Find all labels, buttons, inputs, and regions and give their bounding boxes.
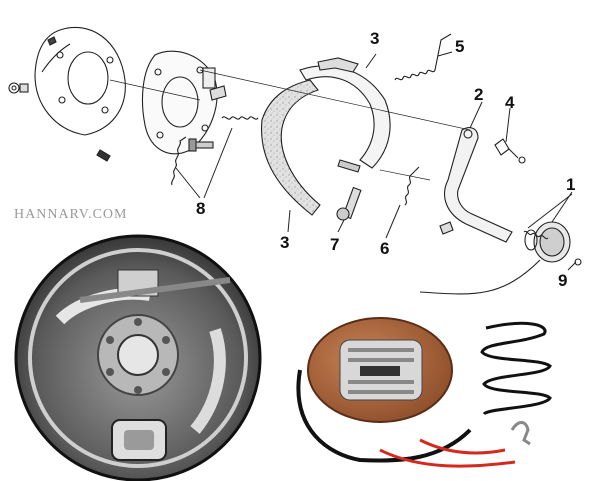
hold-down-spring-a	[221, 116, 259, 120]
callout-7: 7	[330, 235, 340, 254]
watermark-text: HANNARV.COM	[14, 207, 128, 222]
callout-4: 4	[505, 93, 515, 112]
assembled-brake-photo	[14, 234, 262, 481]
mounting-bolt	[188, 138, 214, 152]
adjuster-spring	[404, 166, 420, 206]
callout-6: 6	[380, 239, 390, 258]
exploded-view	[8, 26, 582, 295]
retractor-spring	[394, 33, 452, 81]
actuating-arm	[439, 127, 513, 243]
callout-1: 1	[566, 175, 576, 194]
magnet-wire	[419, 259, 541, 295]
leader-lines	[175, 51, 577, 271]
backing-plate	[34, 26, 126, 136]
callout-3-bottom: 3	[280, 233, 290, 252]
hold-down-spring-b	[171, 136, 187, 186]
shoe-pin	[336, 186, 362, 221]
callout-8: 8	[196, 199, 206, 218]
brake-shoe	[260, 57, 391, 216]
stud	[96, 149, 111, 162]
callout-9: 9	[558, 271, 568, 290]
callout-5: 5	[455, 37, 465, 56]
retaining-clip	[494, 138, 519, 159]
callout-2: 2	[474, 85, 484, 104]
spindle-flange	[141, 50, 227, 155]
nut-washer	[8, 82, 29, 94]
brake-magnet	[523, 221, 571, 263]
callout-3-top: 3	[370, 29, 380, 48]
spring-photo	[480, 321, 552, 416]
magnet-replacement-photo	[296, 317, 516, 468]
clip-photo	[510, 421, 531, 446]
